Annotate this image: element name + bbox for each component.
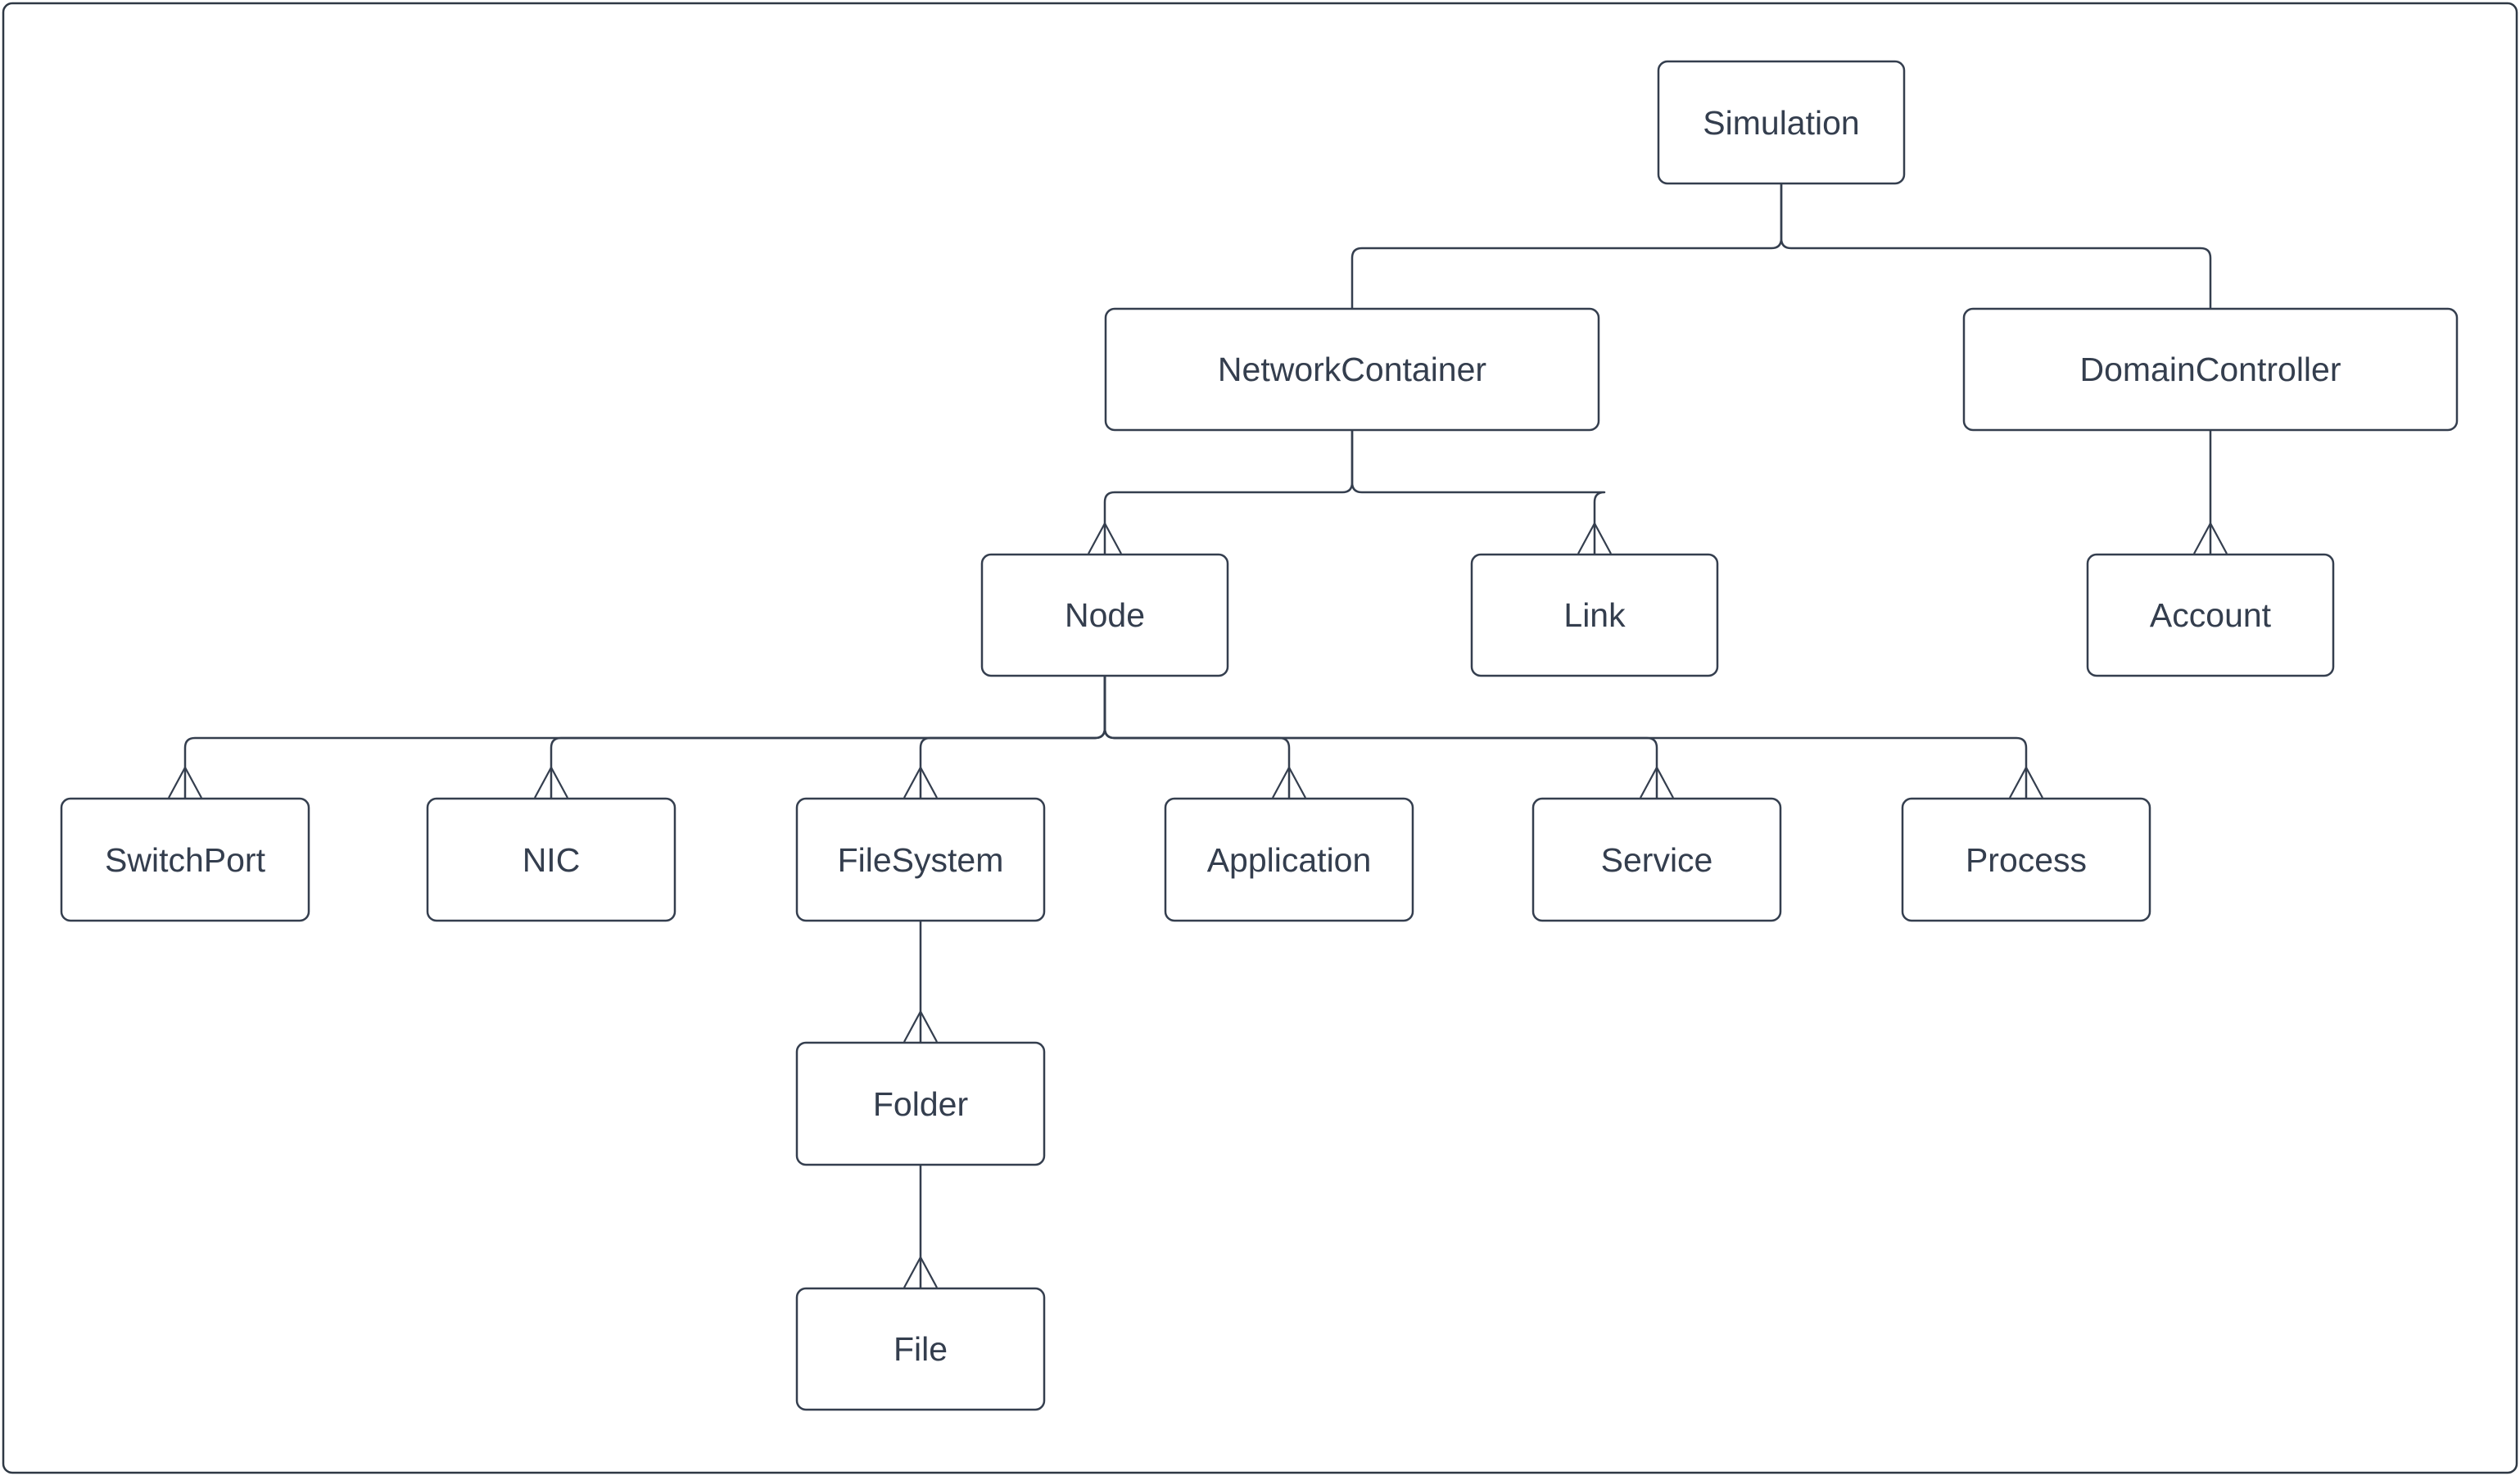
- node-domain-controller: DomainController: [1962, 307, 2459, 432]
- node-layer: Simulation NetworkContainer DomainContro…: [60, 60, 2459, 1411]
- node-link-label: Link: [1563, 596, 1626, 634]
- node-file-system-label: FileSystem: [838, 841, 1004, 879]
- node-process-label: Process: [1966, 841, 2087, 879]
- edge-node-filesystem: [919, 676, 1106, 799]
- node-folder: Folder: [795, 1041, 1046, 1166]
- inheritance-arrowhead-file: [903, 1255, 938, 1288]
- node-node: Node: [980, 553, 1229, 677]
- node-account: Account: [2086, 553, 2335, 677]
- node-process: Process: [1901, 797, 2151, 922]
- node-file-system-box: [795, 797, 1046, 922]
- node-simulation: Simulation: [1657, 60, 1906, 185]
- node-nic: NIC: [426, 797, 676, 922]
- node-service-label: Service: [1601, 841, 1713, 879]
- inheritance-arrowhead-service: [1640, 765, 1674, 799]
- node-nic-box: [426, 797, 676, 922]
- node-link-box: [1470, 553, 1719, 677]
- node-link: Link: [1470, 553, 1719, 677]
- edge-layer: [183, 183, 2212, 1288]
- node-simulation-box: [1657, 60, 1906, 185]
- inheritance-arrowhead-link: [1577, 521, 1612, 555]
- inheritance-arrowhead-nic: [534, 765, 568, 799]
- node-node-label: Node: [1065, 596, 1145, 634]
- node-application-box: [1164, 797, 1414, 922]
- node-domain-controller-label: DomainController: [2079, 351, 2341, 388]
- node-file: File: [795, 1287, 1046, 1411]
- inheritance-arrowhead-process: [2009, 765, 2043, 799]
- edge-networkcontainer-node: [1103, 430, 1354, 555]
- edge-networkcontainer-link: [1350, 430, 1606, 555]
- node-switch-port-box: [60, 797, 310, 922]
- node-folder-box: [795, 1041, 1046, 1166]
- node-nic-label: NIC: [523, 841, 581, 879]
- inheritance-arrowhead-filesystem: [903, 765, 938, 799]
- node-switch-port: SwitchPort: [60, 797, 310, 922]
- edge-simulation-networkcontainer: [1350, 183, 1783, 309]
- node-network-container-box: [1104, 307, 1600, 432]
- edge-simulation-domaincontroller: [1780, 183, 2212, 309]
- node-account-label: Account: [2150, 596, 2272, 634]
- node-domain-controller-box: [1962, 307, 2459, 432]
- node-application: Application: [1164, 797, 1414, 922]
- inheritance-arrowhead-node: [1088, 521, 1122, 555]
- node-switch-port-label: SwitchPort: [105, 841, 266, 879]
- inheritance-arrowhead-account: [2193, 521, 2228, 555]
- arrowhead-layer: [168, 521, 2228, 1288]
- node-file-box: [795, 1287, 1046, 1411]
- node-process-box: [1901, 797, 2151, 922]
- inheritance-arrowhead-folder: [903, 1009, 938, 1043]
- edge-node-process: [1103, 676, 2028, 799]
- node-network-container: NetworkContainer: [1104, 307, 1600, 432]
- node-folder-label: Folder: [873, 1085, 968, 1123]
- inheritance-arrowhead-switchport: [168, 765, 202, 799]
- node-service: Service: [1531, 797, 1782, 922]
- node-account-box: [2086, 553, 2335, 677]
- node-file-system: FileSystem: [795, 797, 1046, 922]
- node-node-box: [980, 553, 1229, 677]
- node-simulation-label: Simulation: [1703, 104, 1859, 142]
- node-file-label: File: [894, 1330, 948, 1368]
- node-application-label: Application: [1207, 841, 1372, 879]
- inheritance-arrowhead-application: [1272, 765, 1306, 799]
- node-service-box: [1531, 797, 1782, 922]
- node-network-container-label: NetworkContainer: [1218, 351, 1486, 388]
